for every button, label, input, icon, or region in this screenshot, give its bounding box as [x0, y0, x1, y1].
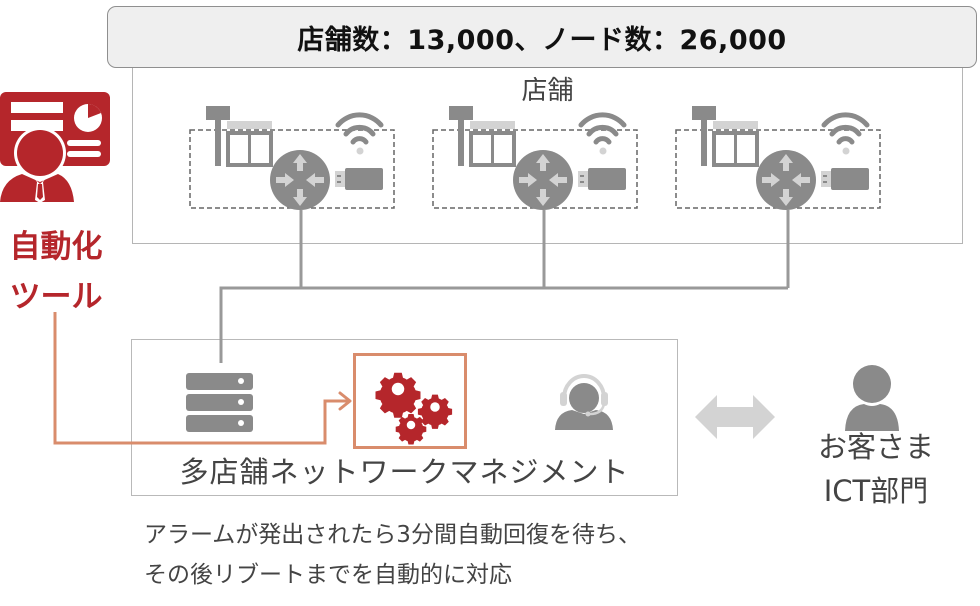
customer-label: お客さま ICT部門 — [786, 425, 966, 513]
customer-label-line2: ICT部門 — [823, 474, 929, 508]
presenter-dashboard-icon — [0, 92, 110, 203]
store-area-label: 店舗 — [521, 76, 574, 106]
automation-tool-label-line2: ツール — [9, 279, 103, 315]
support-operator-icon — [555, 374, 613, 430]
person-icon — [845, 365, 899, 431]
store-unit-1 — [190, 106, 394, 210]
automation-tool-label: 自動化 ツール — [0, 222, 112, 322]
gears-icon — [375, 372, 453, 445]
store-unit-3 — [676, 106, 880, 210]
server-icon — [186, 373, 253, 432]
automation-tool-label-line1: 自動化 — [9, 229, 103, 265]
caption-line1: アラームが発出されたら3分間自動回復を待ち、 — [144, 522, 641, 548]
management-area-box — [131, 339, 678, 496]
automation-engine-box — [353, 353, 467, 449]
automation-flow-arrow — [53, 312, 352, 445]
store-area-box — [132, 67, 963, 244]
management-label: 多店舗ネットワークマネジメント — [179, 455, 630, 489]
summary-header: 店舗数：13,000、ノード数：26,000 — [107, 6, 977, 68]
network-connector-lines — [219, 210, 790, 363]
caption-line2: その後リブートまでを自動的に対応 — [144, 562, 512, 588]
store-unit-2 — [433, 106, 637, 210]
customer-label-line1: お客さま — [817, 430, 934, 464]
summary-header-text: 店舗数：13,000、ノード数：26,000 — [297, 24, 787, 56]
bidirectional-arrow-icon — [695, 395, 775, 439]
caption: アラームが発出されたら3分間自動回復を待ち、 その後リブートまでを自動的に対応 — [144, 515, 641, 595]
